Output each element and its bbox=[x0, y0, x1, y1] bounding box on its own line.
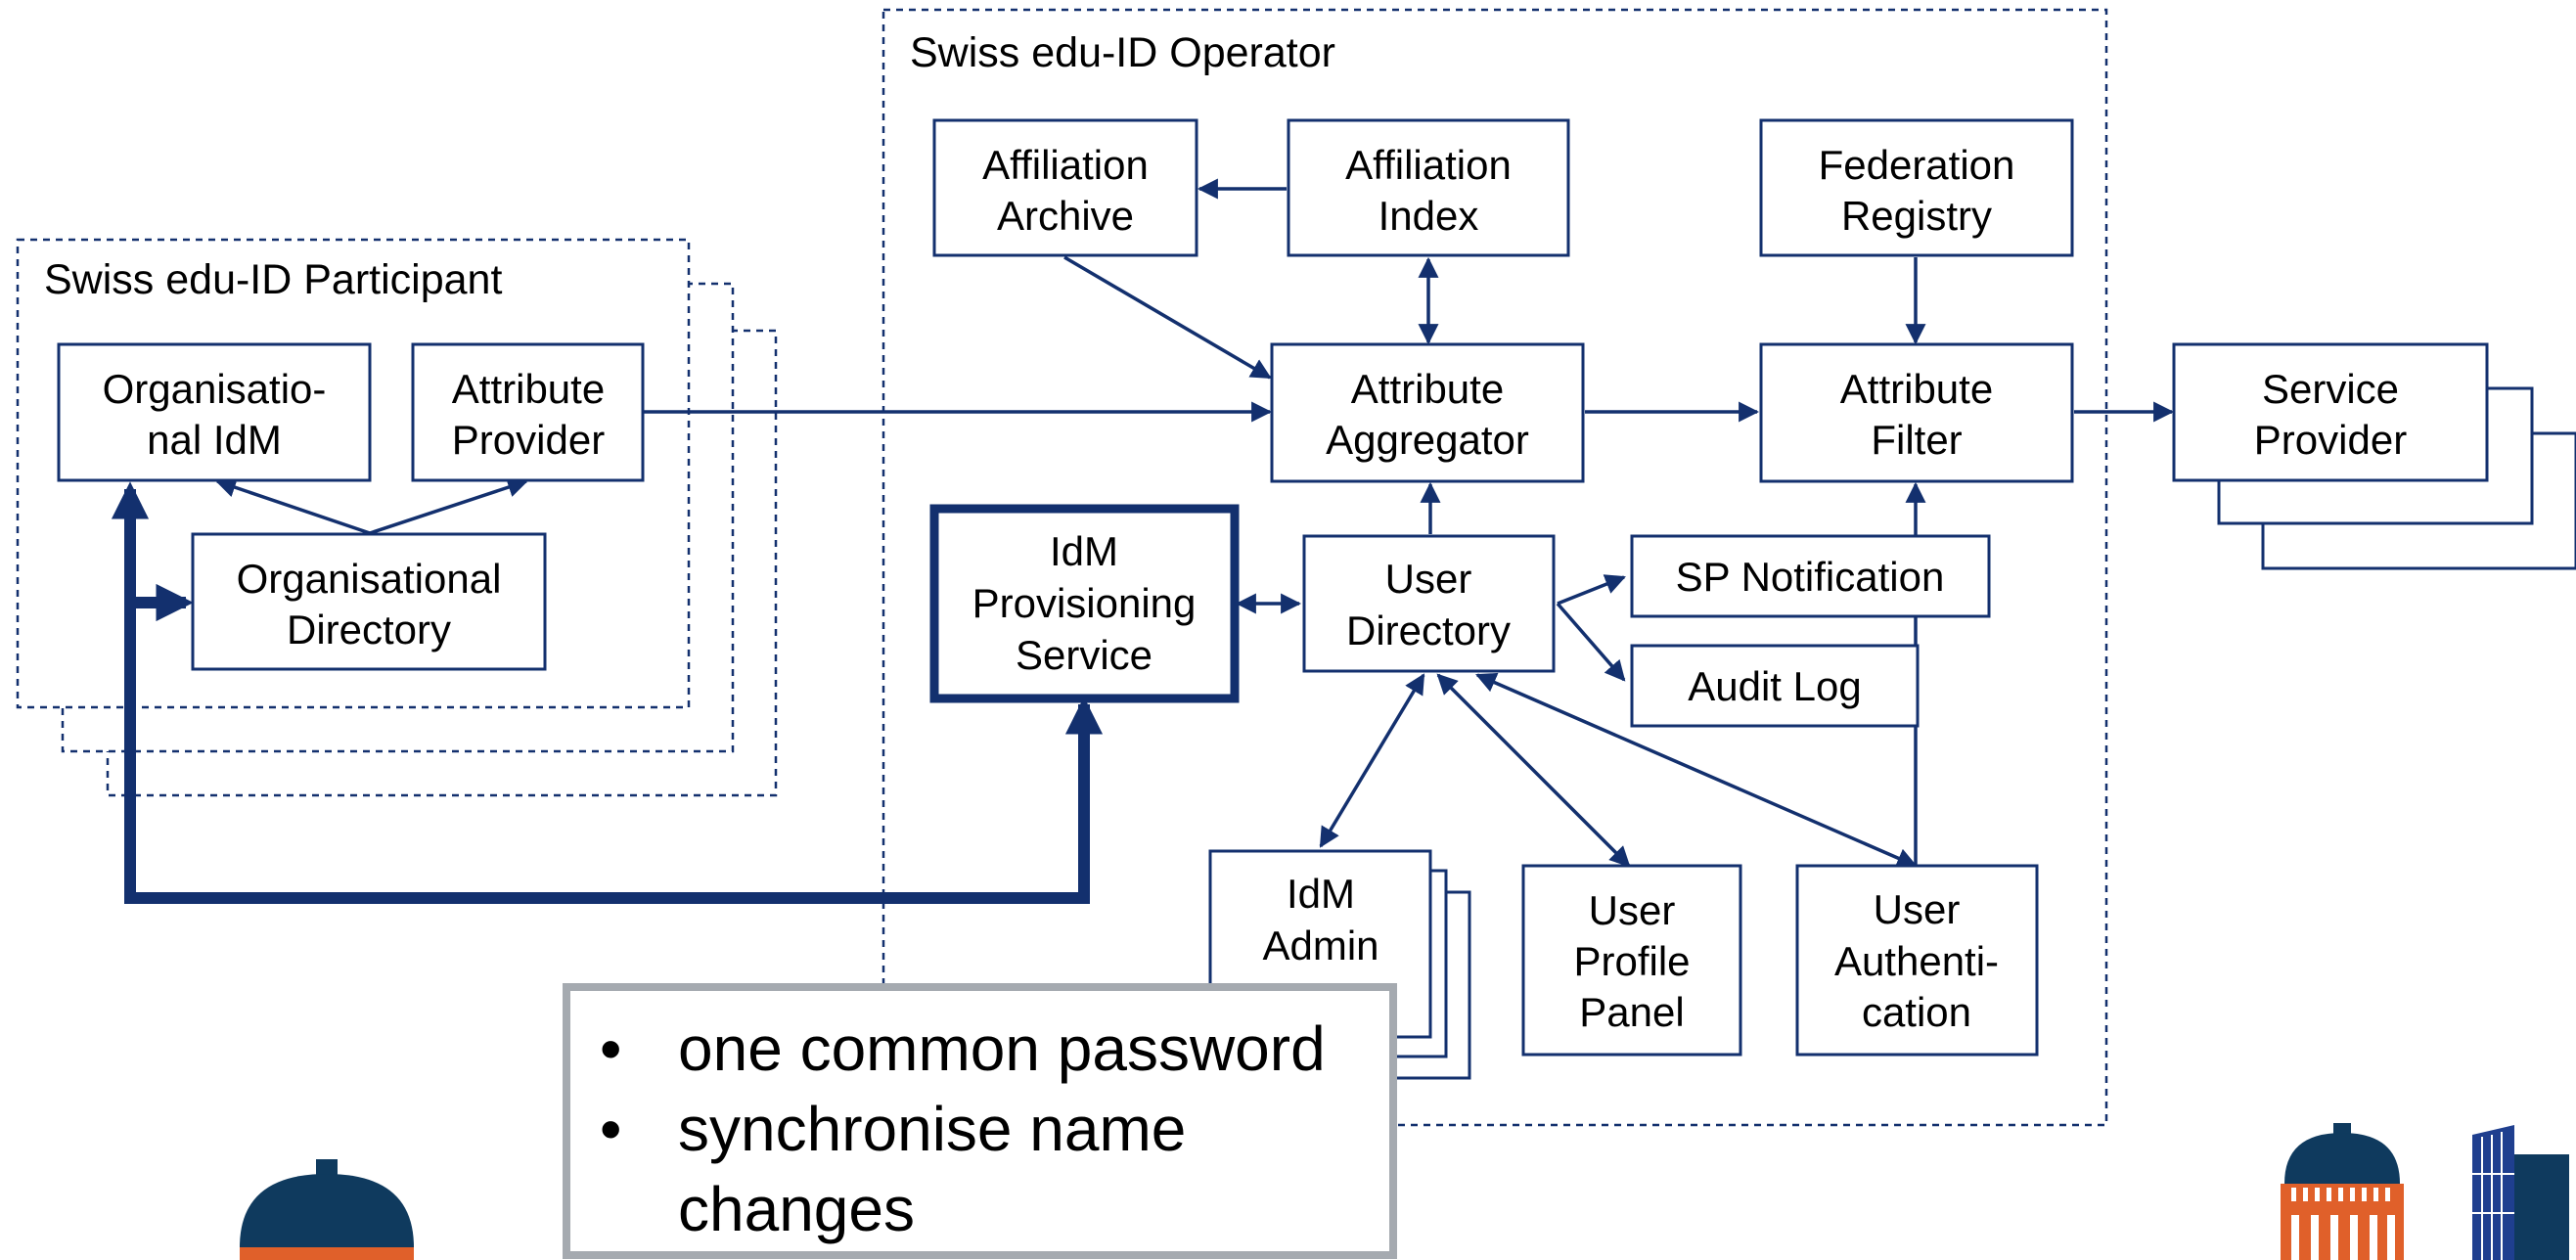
operator-group bbox=[881, 8, 2108, 1127]
svg-text:SP Notification: SP Notification bbox=[1676, 554, 1945, 600]
participant-group-label: Swiss edu-ID Participant bbox=[44, 256, 502, 303]
callout-list: one common password synchronise name cha… bbox=[570, 991, 1389, 1249]
callout-item: one common password bbox=[570, 1009, 1389, 1089]
skyscraper-icon bbox=[2472, 1125, 2569, 1260]
audit-log-box: Audit Log bbox=[1630, 644, 1920, 728]
operator-group-label: Swiss edu-ID Operator bbox=[910, 29, 1335, 76]
sp-notification-box: SP Notification bbox=[1630, 534, 1991, 618]
connections bbox=[111, 178, 2175, 904]
svg-text:Audit Log: Audit Log bbox=[1688, 663, 1861, 709]
organisational-idm-box: Organisatio-nal IdM bbox=[57, 342, 372, 482]
dome-building-icon bbox=[2281, 1123, 2404, 1260]
svg-text:Organisatio-nal IdM: Organisatio-nal IdM bbox=[103, 366, 327, 463]
callout-box: one common password synchronise name cha… bbox=[563, 983, 1397, 1259]
dome-building-icon bbox=[240, 1159, 414, 1260]
callout-item: synchronise name changes bbox=[570, 1089, 1389, 1249]
